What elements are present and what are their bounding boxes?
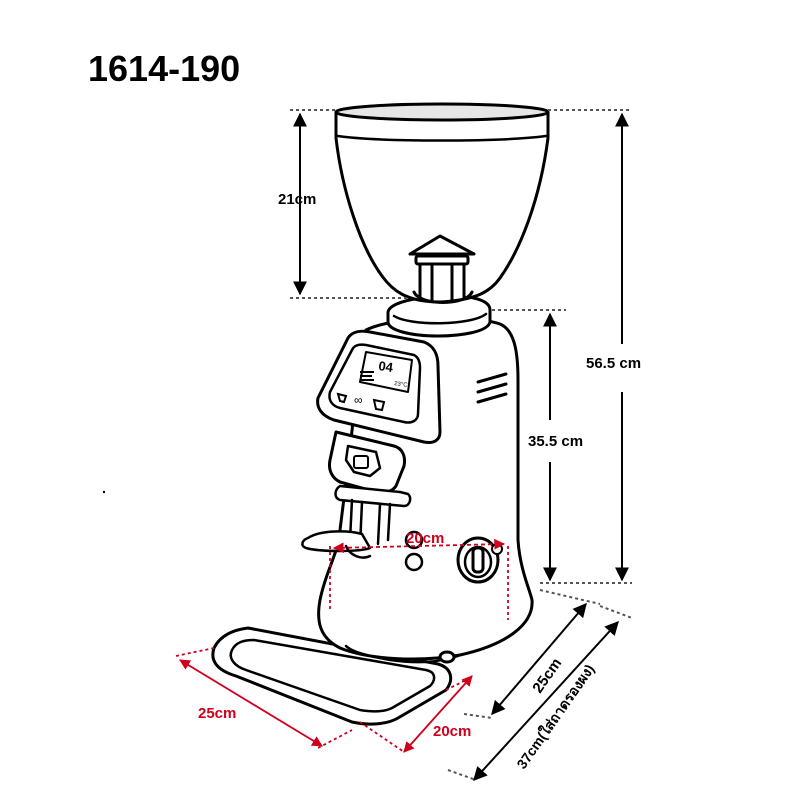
grinder-illustration	[211, 102, 550, 726]
base-width-label: 20cm	[406, 530, 444, 547]
model-number: 1614-190	[88, 48, 241, 89]
tray-width-arrow	[403, 675, 473, 753]
depth-with-tray-arrow	[473, 620, 619, 782]
panel-buttons: ∞	[336, 392, 386, 412]
display-digits: 04	[378, 358, 395, 375]
infinity-icon: ∞	[354, 393, 363, 407]
bean-hopper	[334, 102, 550, 304]
total-height-label: 56.5 cm	[586, 355, 641, 372]
portafilter-holder	[301, 430, 412, 559]
cup-single-icon	[336, 392, 348, 404]
adjustment-knob	[456, 536, 500, 584]
base-width-arrow	[332, 538, 506, 554]
hopper-outlet	[408, 234, 476, 304]
tray-width-label: 20cm	[433, 723, 471, 740]
display-graphics: 04 23°C	[360, 358, 408, 389]
body-height-label: 35.5 cm	[528, 433, 583, 450]
display-temp: 23°C	[394, 381, 409, 389]
vent-slots	[476, 372, 508, 404]
dimension-lines-black	[290, 109, 633, 782]
dimension-lines-red	[175, 538, 509, 753]
stray-dot	[102, 490, 106, 494]
control-panel	[316, 329, 442, 444]
cup-double-icon	[372, 398, 386, 412]
tray-depth-arrow	[179, 659, 323, 747]
tray-depth-label: 25cm	[198, 705, 236, 722]
base-depth-label: 25cm	[529, 655, 565, 696]
hopper-height-label: 21cm	[278, 191, 316, 208]
